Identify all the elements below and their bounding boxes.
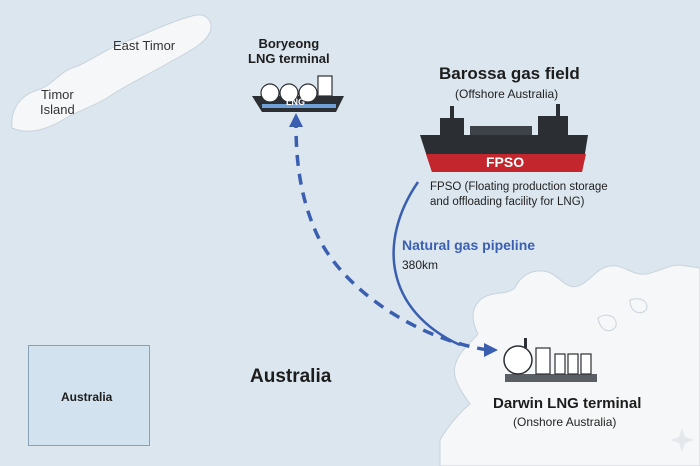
lng-carrier-text: LNG: [286, 97, 305, 107]
island: [597, 314, 617, 332]
fpso-ship-icon: [420, 104, 588, 172]
lng-plant-icon: [503, 338, 597, 382]
island: [629, 298, 648, 314]
sparkle-icon: [670, 428, 694, 452]
inset-australia-label: Australia: [61, 390, 113, 404]
australia-label: Australia: [250, 366, 332, 387]
east-timor-label: East Timor: [113, 38, 176, 53]
timor-island-label: Timor Island: [40, 87, 75, 117]
barossa-title: Barossa gas field: [439, 64, 580, 83]
inset-map-frame: [28, 345, 150, 446]
shipping-route: [294, 124, 489, 352]
pipeline-length: 380km: [402, 258, 439, 272]
darwin-subtitle: (Onshore Australia): [513, 415, 617, 429]
darwin-title: Darwin LNG terminal: [493, 395, 642, 412]
shipping-route-arrowhead-north: [289, 113, 303, 127]
pipeline-route: [392, 181, 461, 347]
fpso-ship-text: FPSO: [486, 154, 525, 170]
barossa-subtitle: (Offshore Australia): [455, 87, 559, 101]
shipping-route-arrowhead-east: [484, 343, 498, 357]
timor-island-landmass: [11, 14, 212, 132]
boryeong-title: Boryeong LNG terminal: [248, 36, 330, 66]
lng-carrier-icon: [252, 75, 344, 112]
pipeline-label: Natural gas pipeline: [402, 237, 536, 253]
fpso-description: FPSO (Floating production storage and of…: [430, 181, 608, 208]
